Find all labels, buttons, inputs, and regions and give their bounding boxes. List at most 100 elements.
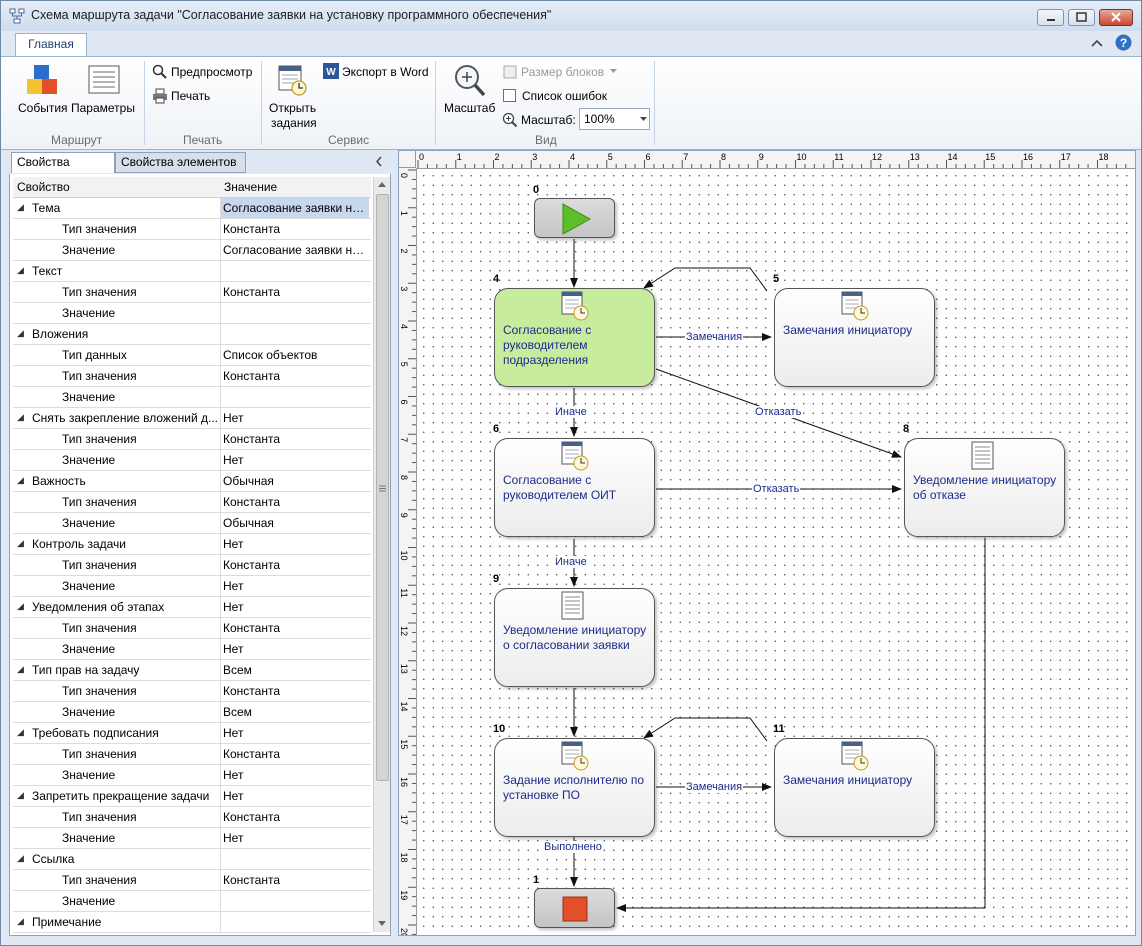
start-node[interactable] [534, 198, 615, 238]
property-row[interactable]: ◢Вложения [13, 324, 371, 345]
zoom-combobox[interactable]: 100% [579, 108, 650, 130]
node-executor-install[interactable]: Задание исполнителю по установке ПО [494, 738, 655, 837]
ruler-tick-label: 2 [399, 249, 409, 254]
ruler-tick-label: 8 [399, 475, 409, 480]
maximize-button[interactable] [1068, 9, 1095, 26]
scrollbar-thumb[interactable] [376, 194, 389, 781]
scroll-down-icon[interactable] [378, 921, 386, 926]
property-row[interactable]: ◢Примечание [13, 912, 371, 933]
node-approval-department-head[interactable]: Согласование с руководителем подразделен… [494, 288, 655, 387]
zoom-field-label: Масштаб: [521, 113, 576, 127]
ruler-tick-label: 11 [399, 588, 409, 597]
expand-triangle-icon[interactable]: ◢ [17, 664, 24, 674]
ruler-tick-label: 17 [399, 815, 409, 825]
ruler-tick-label: 1 [399, 211, 409, 216]
tab-task-properties[interactable]: Свойства задачи [11, 152, 115, 188]
property-name: Текст [32, 264, 63, 278]
column-separator [220, 807, 221, 828]
property-value: Обычная [223, 516, 274, 530]
expand-triangle-icon[interactable]: ◢ [17, 328, 24, 338]
property-name: Тип значения [62, 558, 137, 572]
ruler-tick-label: 10 [399, 551, 409, 561]
expand-triangle-icon[interactable]: ◢ [17, 601, 24, 611]
property-row[interactable]: Значение [13, 303, 371, 324]
property-grid-scrollbar[interactable] [373, 177, 390, 932]
expand-triangle-icon[interactable]: ◢ [17, 475, 24, 485]
node-notify-approval[interactable]: Уведомление инициатору о согласовании за… [494, 588, 655, 687]
property-row[interactable]: ◢Снять закрепление вложений д...Нет [13, 408, 371, 429]
expand-triangle-icon[interactable]: ◢ [17, 790, 24, 800]
ruler-tick-label: 13 [399, 664, 409, 674]
column-separator [220, 534, 221, 555]
close-button[interactable] [1099, 9, 1133, 26]
node-approval-it-head[interactable]: Согласование с руководителем ОИТ [494, 438, 655, 537]
property-row[interactable]: Значение [13, 891, 371, 912]
property-row[interactable]: ◢Ссылка [13, 849, 371, 870]
end-node[interactable] [534, 888, 615, 928]
property-value: Список объектов [223, 348, 318, 362]
ribbon: События Параметры Маршрут Предпросмотр П… [1, 56, 1141, 150]
property-row[interactable]: Значение [13, 387, 371, 408]
property-value: Константа [223, 432, 280, 446]
node-notify-rejection[interactable]: Уведомление инициатору об отказе [904, 438, 1065, 537]
expand-triangle-icon[interactable]: ◢ [17, 853, 24, 863]
ruler-tick-label: 20 [399, 928, 409, 936]
expand-triangle-icon[interactable]: ◢ [17, 202, 24, 212]
expand-triangle-icon[interactable]: ◢ [17, 265, 24, 275]
expand-triangle-icon[interactable]: ◢ [17, 538, 24, 548]
chevron-up-icon[interactable] [1091, 38, 1103, 48]
route-scheme-icon [9, 8, 25, 24]
node-text: Уведомление инициатору об отказе [913, 473, 1057, 502]
tab-main[interactable]: Главная [15, 33, 87, 56]
chevron-down-icon [640, 117, 647, 121]
property-name: Значение [62, 390, 116, 404]
node-remarks-initiator-1[interactable]: Замечания инициатору [774, 288, 935, 387]
minimize-button[interactable] [1037, 9, 1064, 26]
node-id: 6 [493, 423, 500, 435]
calendar-clock-icon [278, 65, 307, 96]
property-row[interactable]: ◢ Текст [13, 261, 371, 282]
ruler-tick-label: 15 [399, 739, 409, 749]
checkbox-box [503, 89, 516, 102]
expand-triangle-icon[interactable]: ◢ [17, 916, 24, 926]
property-value: Константа [223, 747, 280, 761]
help-icon[interactable]: ? [1115, 34, 1132, 51]
node-remarks-initiator-2[interactable]: Замечания инициатору [774, 738, 935, 837]
column-separator [220, 324, 221, 345]
column-separator [220, 429, 221, 450]
column-separator [220, 723, 221, 744]
scroll-up-icon[interactable] [378, 182, 386, 187]
expand-triangle-icon[interactable]: ◢ [17, 412, 24, 422]
expand-triangle-icon[interactable]: ◢ [17, 727, 24, 737]
chevron-left-icon[interactable] [375, 156, 383, 167]
tab-element-properties[interactable]: Свойства элементов [115, 152, 246, 173]
